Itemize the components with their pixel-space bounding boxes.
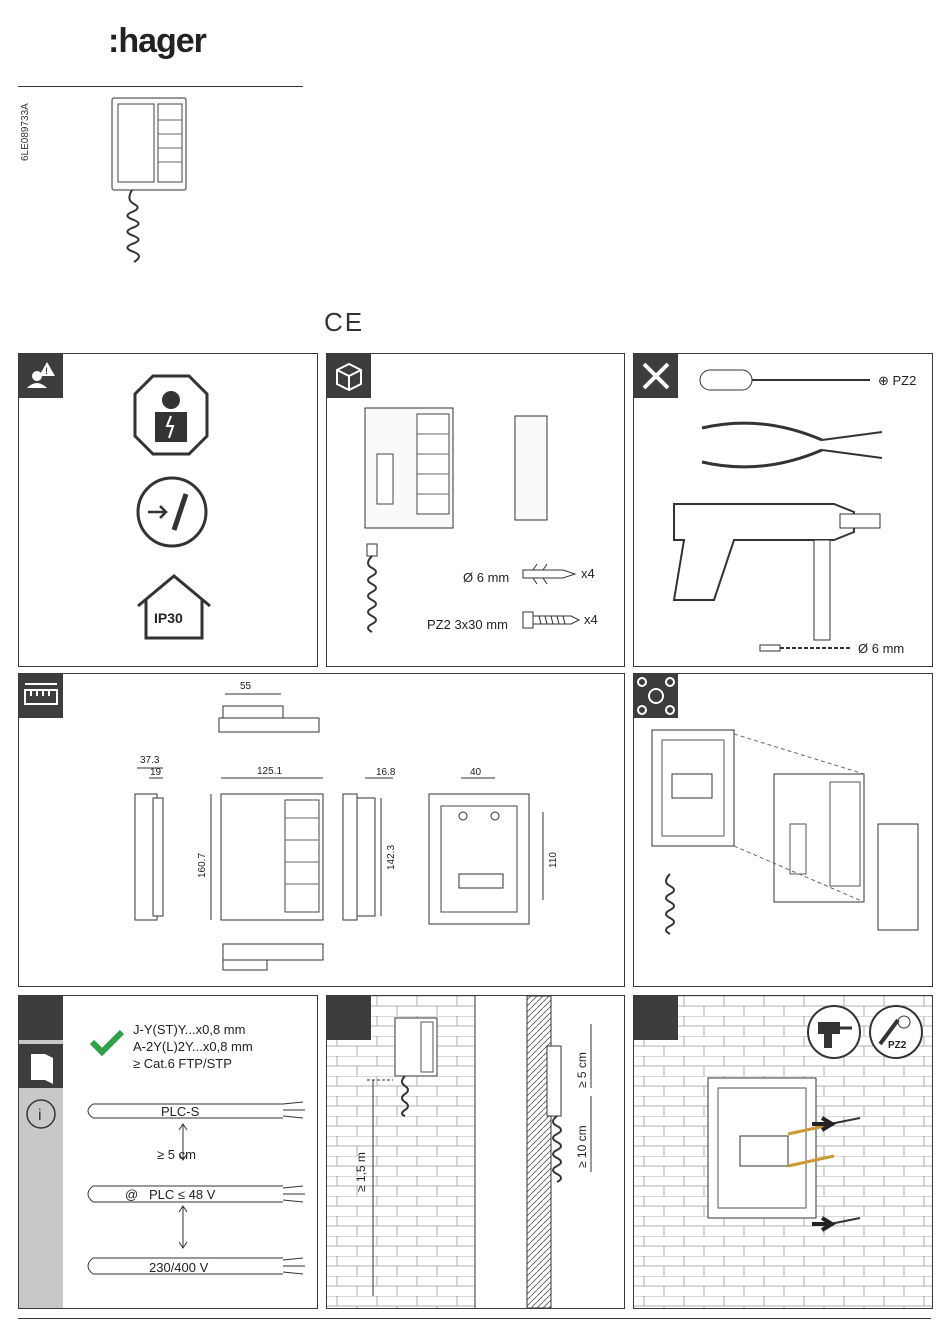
panel-fixing: PZ2 <box>633 995 933 1309</box>
dim-142-3: 142.3 <box>383 834 397 874</box>
panel-assembly <box>633 673 933 987</box>
doc-code: 6LE089733A <box>17 95 31 165</box>
panel-safety: ! IP30 <box>18 353 318 667</box>
dim-40: 40 <box>470 767 481 778</box>
pz2-label: PZ2 <box>888 1040 906 1051</box>
qualified-electrician-icon <box>131 372 211 462</box>
tools-icon <box>634 354 678 398</box>
drill-circle-icon <box>806 1004 862 1060</box>
dim-160-7: 160.7 <box>194 842 208 882</box>
read-instructions-icon: ! <box>19 354 63 398</box>
panel-box-contents: Ø 6 mm x4 PZ2 3x30 mm x4 <box>326 353 625 667</box>
device-front <box>363 406 457 532</box>
screw-label: PZ2 3x30 mm <box>427 617 508 632</box>
cabling-sidebar <box>19 996 63 1308</box>
screwdriver-pz2: PZ2 <box>893 373 917 388</box>
svg-text:≥ 10 cm: ≥ 10 cm <box>575 1125 589 1168</box>
cabling-header-block <box>19 996 63 1040</box>
height-label: ≥ 1,5 m <box>353 1136 369 1196</box>
info-icon: i <box>25 1098 57 1130</box>
line-plc-s: PLC-S <box>161 1104 199 1119</box>
dim-55: 55 <box>240 681 251 692</box>
svg-text:≥ 5 cm: ≥ 5 cm <box>575 1052 589 1088</box>
svg-text:≥ 1,5 m: ≥ 1,5 m <box>354 1152 368 1192</box>
ip-rating-label: IP30 <box>154 610 183 626</box>
panel-mounting-height: ≥ 1,5 m ≥ 5 cm ≥ 10 cm <box>326 995 625 1309</box>
ip-rating-house-icon: IP30 <box>134 572 214 642</box>
svg-text:110: 110 <box>548 852 559 868</box>
svg-text:160.7: 160.7 <box>197 853 208 878</box>
drill-bit-icon <box>758 641 854 655</box>
drill-icon <box>664 494 894 644</box>
device-preview <box>110 96 190 278</box>
svg-text:CE: CE <box>324 307 362 336</box>
cable-type-3: ≥ Cat.6 FTP/STP <box>133 1056 232 1071</box>
dim-110: 110 <box>545 844 559 874</box>
dim-125-1: 125.1 <box>257 766 282 777</box>
line-230-400v: 230/400 V <box>149 1260 208 1275</box>
gap-bottom-label: ≥ 10 cm <box>574 1108 590 1172</box>
gap-top-label: ≥ 5 cm <box>574 1032 590 1092</box>
dim-19: 19 <box>150 767 161 778</box>
screwdriver-circle-icon: PZ2 <box>868 1004 924 1060</box>
footer-rule <box>18 1318 931 1319</box>
gap-5cm: ≥ 5 cm <box>157 1147 196 1162</box>
dim-16-8: 16.8 <box>376 767 395 778</box>
dowel-label: Ø 6 mm <box>463 570 509 585</box>
power-off-icon <box>134 474 210 550</box>
dowel-qty: x4 <box>581 566 595 581</box>
panel-cabling: i J-Y(ST)Y...x0,8 mm A-2Y(L)2Y...x0,8 mm… <box>18 995 318 1309</box>
pliers-icon <box>698 412 894 478</box>
cable-type-2: A-2Y(L)2Y...x0,8 mm <box>133 1039 253 1054</box>
screwdriver-icon <box>698 366 878 394</box>
ce-mark: CE <box>322 306 362 336</box>
header-rule <box>18 86 303 87</box>
svg-text:142.3: 142.3 <box>386 845 397 870</box>
checkmark-icon <box>89 1028 125 1056</box>
dim-37-3: 37.3 <box>140 755 159 766</box>
svg-text:i: i <box>38 1107 42 1124</box>
svg-text:!: ! <box>45 366 48 376</box>
line-plc-prefix: @ <box>125 1187 138 1202</box>
screw-qty: x4 <box>584 612 598 627</box>
hager-logo: :hager <box>108 22 206 61</box>
line-plc-48v: PLC ≤ 48 V <box>149 1187 215 1202</box>
screwdriver-label: ⊕ PZ2 <box>878 373 916 389</box>
door-icon <box>19 1044 63 1088</box>
coiled-cord <box>357 542 387 652</box>
cable-type-1: J-Y(ST)Y...x0,8 mm <box>133 1022 245 1037</box>
wall-plug-icon <box>519 562 579 586</box>
panel-dimensions: 55 37.3 19 125.1 16.8 40 160.7 142.3 110 <box>18 673 625 987</box>
panel-tools: ⊕ PZ2 Ø 6 mm <box>633 353 933 667</box>
drill-bit-label: Ø 6 mm <box>858 641 904 656</box>
dimension-drawings <box>19 674 624 986</box>
box-icon <box>327 354 371 398</box>
handset <box>513 414 549 522</box>
exploded-view <box>634 674 932 986</box>
screw-icon <box>521 610 581 630</box>
svg-text:6LE089733A: 6LE089733A <box>20 103 31 161</box>
